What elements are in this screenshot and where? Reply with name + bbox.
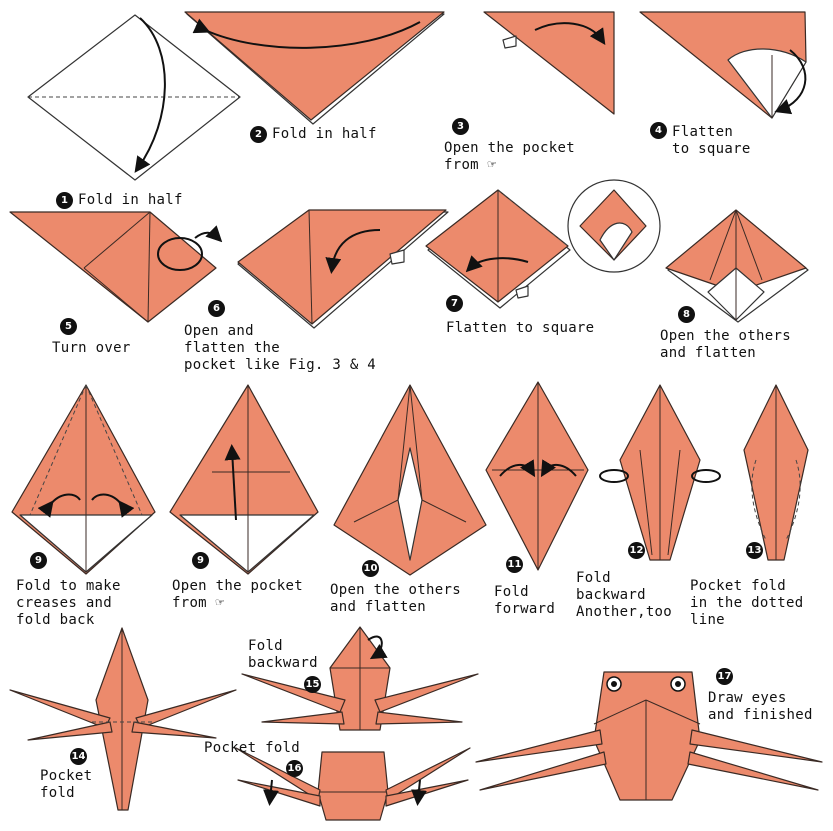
fig-9b-kite bbox=[170, 385, 318, 574]
step-5-number: 5 bbox=[60, 318, 77, 335]
step-2-number: 2 bbox=[250, 126, 267, 143]
step-17-number: 17 bbox=[716, 668, 733, 685]
fig-3-triangle bbox=[484, 12, 614, 114]
step-4-label: Flatten to square bbox=[672, 124, 751, 158]
step-17-label: Draw eyes and finished bbox=[708, 690, 813, 724]
step-7-label: Flatten to square bbox=[446, 320, 594, 337]
eye-left bbox=[607, 677, 621, 691]
step-1-label: Fold in half bbox=[78, 192, 183, 209]
step-14-number: 14 bbox=[70, 748, 87, 765]
step-9a-number: 9 bbox=[30, 552, 47, 569]
fig-12-narrow bbox=[600, 385, 720, 560]
step-13-number: 13 bbox=[746, 542, 763, 559]
fig-5-square-half bbox=[10, 212, 218, 322]
fig-9a-kite bbox=[12, 385, 155, 574]
step-2-label: Fold in half bbox=[272, 126, 377, 143]
step-8-number: 8 bbox=[678, 306, 695, 323]
fig-13-narrow bbox=[744, 385, 808, 560]
step-5-label: Turn over bbox=[52, 340, 131, 357]
step-8-label: Open the others and flatten bbox=[660, 328, 791, 362]
step-13-label: Pocket fold in the dotted line bbox=[690, 578, 803, 629]
step-3-label: Open the pocket from ☞ bbox=[444, 140, 575, 174]
step-10-number: 10 bbox=[362, 560, 379, 577]
fig-10-diamond bbox=[334, 385, 486, 575]
fig-1-square bbox=[28, 15, 240, 180]
fig-6-open-pocket bbox=[238, 210, 448, 328]
step-15-number: 15 bbox=[304, 676, 321, 693]
step-16-label: Pocket fold bbox=[204, 740, 300, 757]
step-11-number: 11 bbox=[506, 556, 523, 573]
step-9b-label: Open the pocket from ☞ bbox=[172, 578, 303, 612]
step-1-number: 1 bbox=[56, 192, 73, 209]
step-6-number: 6 bbox=[208, 300, 225, 317]
fig-4-flatten bbox=[640, 12, 806, 118]
step-11-label: Fold forward bbox=[494, 584, 555, 618]
step-12-number: 12 bbox=[628, 542, 645, 559]
step-10-label: Open the others and flatten bbox=[330, 582, 461, 616]
fig-16-crab bbox=[236, 748, 470, 820]
step-9a-label: Fold to make creases and fold back bbox=[16, 578, 121, 629]
step-7-number: 7 bbox=[446, 295, 463, 312]
step-6-label: Open and flatten the pocket like Fig. 3 … bbox=[184, 323, 376, 374]
fig-11-diamond bbox=[486, 382, 588, 570]
step-14-label: Pocket fold bbox=[40, 768, 92, 802]
step-16-number: 16 bbox=[286, 760, 303, 777]
step-9b-number: 9 bbox=[192, 552, 209, 569]
step-4-number: 4 bbox=[650, 122, 667, 139]
step-12-label: Fold backward Another,too bbox=[576, 570, 672, 621]
eye-right bbox=[671, 677, 685, 691]
step-15-label: Fold backward bbox=[248, 638, 318, 672]
step-3-number: 3 bbox=[452, 118, 469, 135]
fig-7-square bbox=[426, 180, 660, 308]
